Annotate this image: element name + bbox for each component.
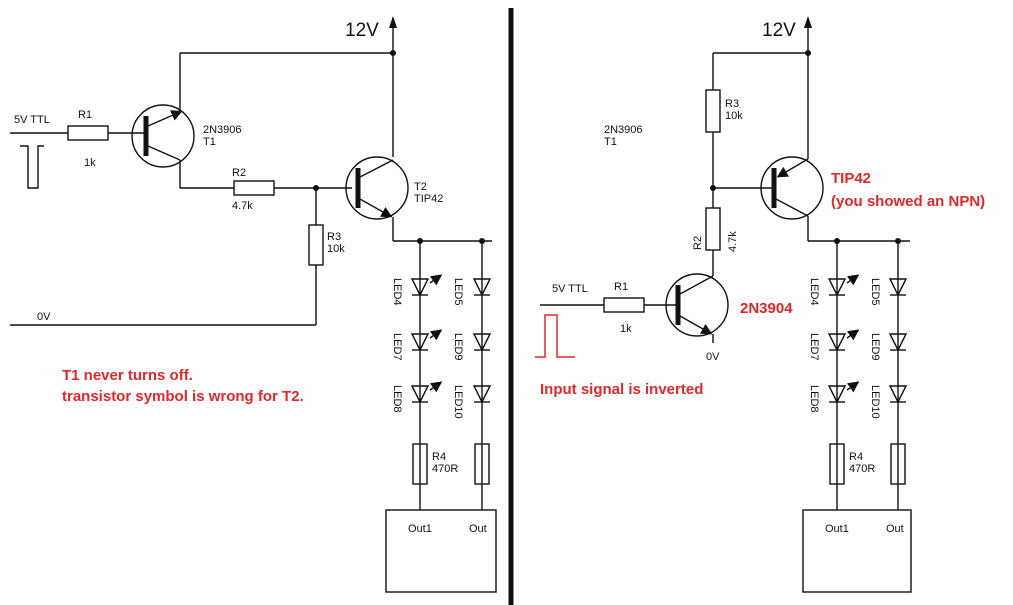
left-led10-label: LED10 xyxy=(452,385,464,419)
left-r4 xyxy=(412,443,428,485)
left-r4-value: 470R xyxy=(432,463,458,475)
right-ground-label: 0V xyxy=(706,351,720,363)
right-led7-label: LED7 xyxy=(808,333,820,361)
left-t1-type: 2N3906 xyxy=(203,124,242,136)
right-t1-type: 2N3906 xyxy=(604,124,643,136)
right-circuit: 12V R3 10k 2N3906 T1 R2 4.7k TIP42 (y xyxy=(535,16,985,593)
right-led9-label: LED9 xyxy=(869,333,881,361)
right-r1-value: 1k xyxy=(620,323,632,335)
left-out1-label: Out1 xyxy=(408,523,432,535)
right-r1 xyxy=(603,297,645,313)
right-r4-name: R4 xyxy=(849,451,863,463)
left-note-1: T1 never turns off. xyxy=(62,367,193,384)
right-r4-value: 470R xyxy=(849,463,875,475)
right-out1-label: Out1 xyxy=(825,523,849,535)
left-supply-label: 12V xyxy=(345,20,379,41)
left-input-pulse xyxy=(20,145,44,189)
right-supply-label: 12V xyxy=(762,20,796,41)
left-r4-name: R4 xyxy=(432,451,446,463)
left-note-2: transistor symbol is wrong for T2. xyxy=(62,388,304,405)
left-supply-symbol xyxy=(389,16,397,53)
left-r1 xyxy=(67,125,109,141)
right-r2-value: 4.7k xyxy=(727,231,739,252)
left-r3 xyxy=(308,224,324,266)
left-r1-name: R1 xyxy=(78,109,92,121)
left-led5-label: LED5 xyxy=(452,278,464,306)
right-r3-name: R3 xyxy=(725,98,739,110)
left-led-column-2 xyxy=(472,278,492,404)
right-supply-symbol xyxy=(804,16,812,53)
left-t2-name: T2 xyxy=(414,181,427,193)
right-out2-label: Out xyxy=(886,523,904,535)
left-r3-value: 10k xyxy=(327,243,345,255)
right-note: Input signal is inverted xyxy=(540,381,703,398)
left-input-label: 5V TTL xyxy=(14,114,50,126)
left-t2-type: TIP42 xyxy=(414,193,443,205)
left-t1-name: T1 xyxy=(203,136,216,148)
right-input-pulse xyxy=(535,314,575,358)
left-r2 xyxy=(233,180,275,196)
left-r3-name: R3 xyxy=(327,231,341,243)
right-r2 xyxy=(705,207,721,251)
right-t1-name: T1 xyxy=(604,136,617,148)
right-led-column-2 xyxy=(888,278,908,404)
right-led5-label: LED5 xyxy=(869,278,881,306)
left-output-box xyxy=(385,509,497,593)
right-npn-label: 2N3904 xyxy=(740,300,793,317)
left-led9-label: LED9 xyxy=(452,333,464,361)
left-led8-label: LED8 xyxy=(391,385,403,413)
right-pnp-transistor xyxy=(760,156,824,241)
right-input-label: 5V TTL xyxy=(552,283,588,295)
left-r2-name: R2 xyxy=(232,167,246,179)
left-led-column-1 xyxy=(410,274,443,404)
right-r3-value: 10k xyxy=(725,110,743,122)
left-r2-value: 4.7k xyxy=(232,200,253,212)
left-circuit: 12V 5V TTL R1 1k 2N3906 T1 R2 xyxy=(10,16,497,593)
right-led8-label: LED8 xyxy=(808,385,820,413)
right-r3 xyxy=(705,89,721,133)
right-r2-name: R2 xyxy=(692,236,704,250)
left-r1-value: 1k xyxy=(84,157,96,169)
right-npn-transistor xyxy=(665,273,729,343)
right-r4 xyxy=(829,443,845,485)
right-pnp-label: TIP42 xyxy=(831,170,871,187)
left-led7-label: LED7 xyxy=(391,333,403,361)
right-led-column-1 xyxy=(827,274,860,404)
right-led10-label: LED10 xyxy=(869,385,881,419)
right-output-box xyxy=(802,509,912,593)
right-pnp-note: (you showed an NPN) xyxy=(831,193,985,210)
left-out2-label: Out xyxy=(469,523,487,535)
right-r1-name: R1 xyxy=(614,281,628,293)
left-t2-transistor xyxy=(345,156,409,241)
right-led4-label: LED4 xyxy=(808,278,820,306)
left-led4-label: LED4 xyxy=(391,278,403,306)
left-t1-transistor xyxy=(131,104,195,188)
left-ground-label: 0V xyxy=(37,311,51,323)
